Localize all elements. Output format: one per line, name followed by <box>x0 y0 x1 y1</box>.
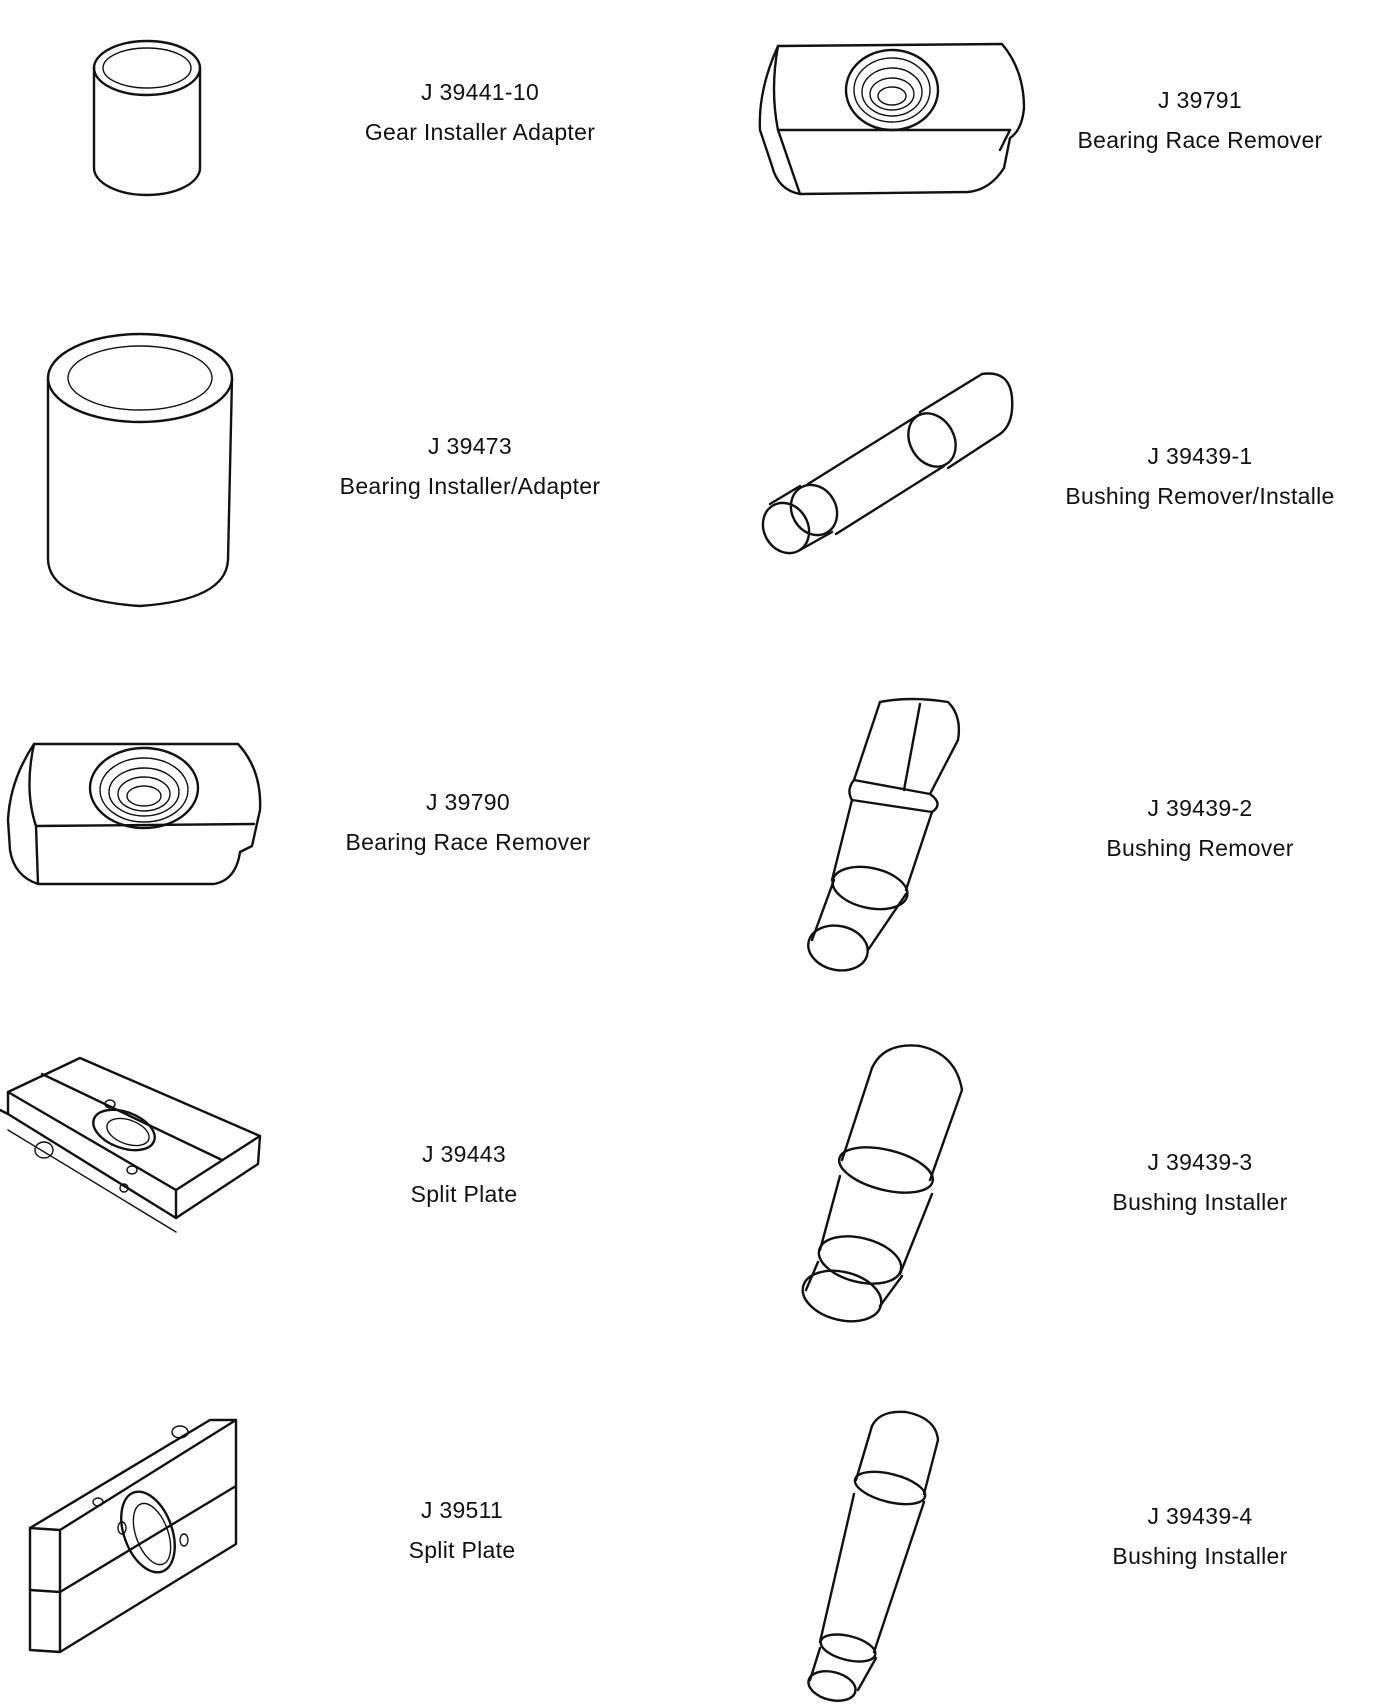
bushing-remover-installer-illustration <box>754 374 1012 562</box>
tool-name: Gear Installer Adapter <box>364 119 596 145</box>
tool-number: J 39439-2 <box>1147 795 1253 821</box>
tool-label-bushing-installer-4: J 39439-4 Bushing Installer <box>1040 1496 1360 1576</box>
tool-number: J 39473 <box>428 433 512 459</box>
bushing-installer-3-illustration <box>797 1045 962 1328</box>
tool-number: J 39791 <box>1158 87 1242 113</box>
tool-label-bushing-installer-3: J 39439-3 Bushing Installer <box>1040 1142 1360 1222</box>
tool-label-bearing-race-remover-39791: J 39791 Bearing Race Remover <box>1040 80 1360 160</box>
tool-label-bushing-remover-installer: J 39439-1 Bushing Remover/Installe <box>1040 436 1360 516</box>
bearing-installer-adapter-illustration <box>48 334 232 606</box>
tool-name: Bushing Remover/Installe <box>1065 483 1335 509</box>
tool-number: J 39439-3 <box>1147 1149 1253 1175</box>
tool-number: J 39790 <box>426 789 510 815</box>
tool-label-split-plate-39511: J 39511 Split Plate <box>292 1490 632 1570</box>
tool-number: J 39443 <box>422 1141 506 1167</box>
bearing-race-remover-39791-illustration <box>760 44 1024 194</box>
tool-name: Bushing Remover <box>1106 835 1294 861</box>
split-plate-39511-illustration <box>30 1420 236 1652</box>
tool-label-bushing-remover: J 39439-2 Bushing Remover <box>1040 788 1360 868</box>
tool-label-bearing-race-remover-39790: J 39790 Bearing Race Remover <box>298 782 638 862</box>
tool-label-bearing-installer-adapter: J 39473 Bearing Installer/Adapter <box>300 426 640 506</box>
bushing-installer-4-illustration <box>805 1412 938 1706</box>
gear-installer-adapter-illustration <box>94 41 200 195</box>
tool-label-split-plate-39443: J 39443 Split Plate <box>294 1134 634 1214</box>
tool-number: J 39439-4 <box>1147 1503 1253 1529</box>
tool-name: Split Plate <box>410 1181 518 1207</box>
tool-name: Bearing Race Remover <box>345 829 591 855</box>
tool-number: J 39441-10 <box>420 79 540 105</box>
tool-name: Bushing Installer <box>1112 1543 1288 1569</box>
tool-name: Bearing Race Remover <box>1077 127 1323 153</box>
bushing-remover-illustration <box>804 699 959 976</box>
tool-number: J 39511 <box>420 1497 504 1523</box>
tool-name: Split Plate <box>408 1537 516 1563</box>
bearing-race-remover-39790-illustration <box>8 744 260 884</box>
split-plate-39443-illustration <box>0 1058 260 1232</box>
tool-name: Bearing Installer/Adapter <box>339 473 601 499</box>
tool-label-gear-installer-adapter: J 39441-10 Gear Installer Adapter <box>310 72 650 152</box>
tool-number: J 39439-1 <box>1147 443 1253 469</box>
tool-name: Bushing Installer <box>1112 1189 1288 1215</box>
